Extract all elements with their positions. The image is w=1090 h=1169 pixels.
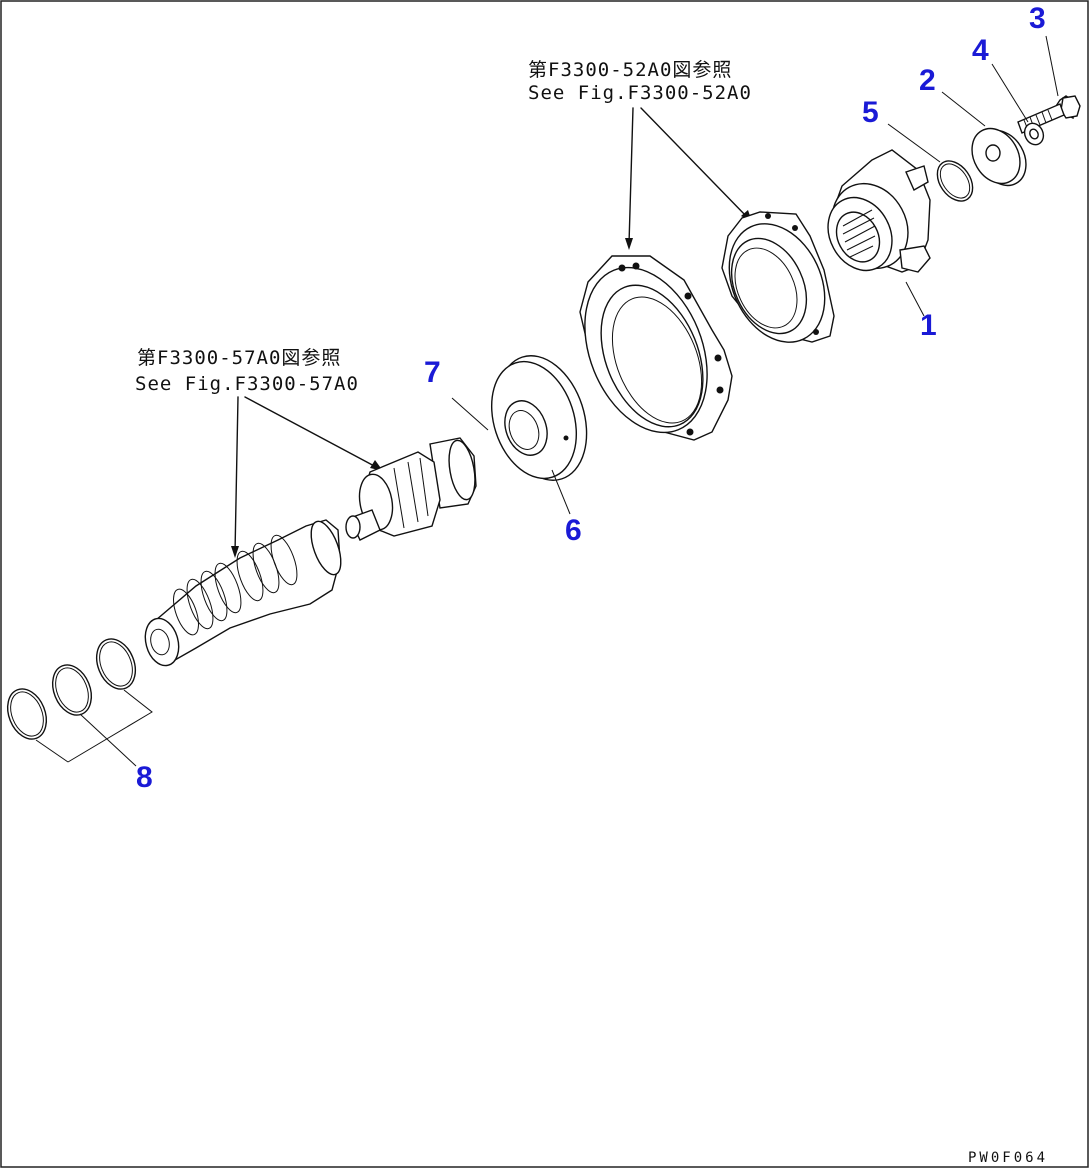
o-ring-part-5 xyxy=(936,160,974,202)
plate-part-2 xyxy=(971,127,1027,187)
seal-rings-part-8 xyxy=(6,638,137,740)
reference-left-jp: 第F3300-57A0図参照 xyxy=(137,347,341,369)
callout-5: 5 xyxy=(862,96,879,129)
end-cover xyxy=(721,211,835,343)
callout-6: 6 xyxy=(565,514,582,547)
callout-8: 8 xyxy=(136,761,153,794)
reference-top-en: See Fig.F3300-52A0 xyxy=(528,82,752,104)
clutch-shaft xyxy=(144,519,342,667)
callout-3: 3 xyxy=(1029,2,1046,35)
coupling-part-1 xyxy=(827,149,931,273)
callout-2: 2 xyxy=(919,64,936,97)
callout-1: 1 xyxy=(920,309,937,342)
drawing-code: PW0F064 xyxy=(968,1150,1048,1166)
reference-left-en: See Fig.F3300-57A0 xyxy=(135,373,359,395)
bearing-part-7 xyxy=(504,400,548,456)
leader-lines xyxy=(35,35,1059,767)
gear-shaft xyxy=(345,437,477,541)
callout-7: 7 xyxy=(424,356,441,389)
pump-housing xyxy=(579,255,733,441)
callout-4: 4 xyxy=(972,34,989,67)
washer-part-4 xyxy=(1023,122,1045,146)
reference-top-jp: 第F3300-52A0図参照 xyxy=(528,59,732,81)
